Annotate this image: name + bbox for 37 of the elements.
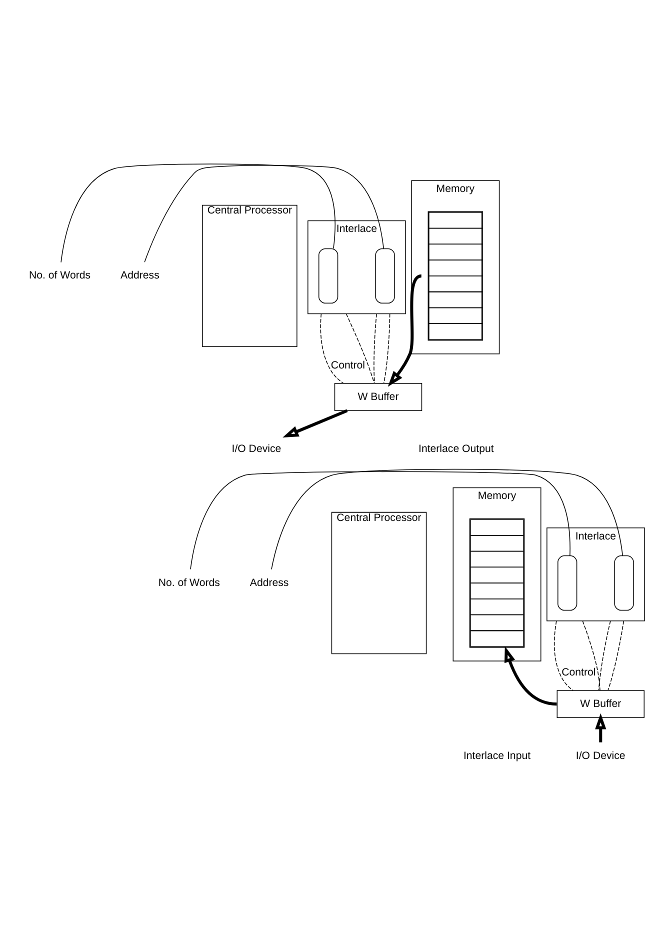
- connector: [582, 620, 600, 690]
- node-text: Address: [120, 269, 160, 282]
- connector: [190, 470, 570, 570]
- connector: [320, 312, 344, 384]
- cluster: Memory: [452, 486, 542, 661]
- node-text: I/O Device: [576, 750, 626, 762]
- edge-label: Control: [330, 358, 366, 371]
- edge-label: Control: [562, 666, 596, 678]
- node-text: I/O Device: [232, 442, 282, 454]
- connector: [383, 312, 390, 383]
- connector: [608, 620, 624, 690]
- connector: [346, 312, 375, 384]
- label: Interlace Output: [418, 442, 494, 454]
- connector: [144, 164, 384, 262]
- connector: [60, 163, 336, 262]
- label: Interlace Input: [463, 750, 531, 762]
- cluster: Interlace: [308, 220, 406, 314]
- cluster: Interlace: [546, 526, 645, 621]
- cluster: Memory: [411, 180, 500, 354]
- arrow: [504, 646, 557, 706]
- node-box: [375, 248, 395, 304]
- node-box: [318, 248, 338, 304]
- node-box: [558, 554, 578, 610]
- node-text: No. of Words: [29, 269, 91, 282]
- node-box: W Buffer: [556, 690, 644, 718]
- arrow: [282, 408, 348, 438]
- node-text: Address: [250, 576, 289, 588]
- connector: [554, 620, 574, 690]
- arrow: [595, 712, 606, 742]
- node-box: Central Processor: [202, 204, 298, 347]
- node-box: [614, 554, 634, 610]
- node-box: Central Processor: [331, 511, 427, 654]
- node-box: W Buffer: [334, 382, 422, 410]
- connector: [598, 620, 611, 690]
- node-text: No. of Words: [158, 576, 220, 588]
- connector: [271, 468, 623, 570]
- connector: [374, 312, 377, 383]
